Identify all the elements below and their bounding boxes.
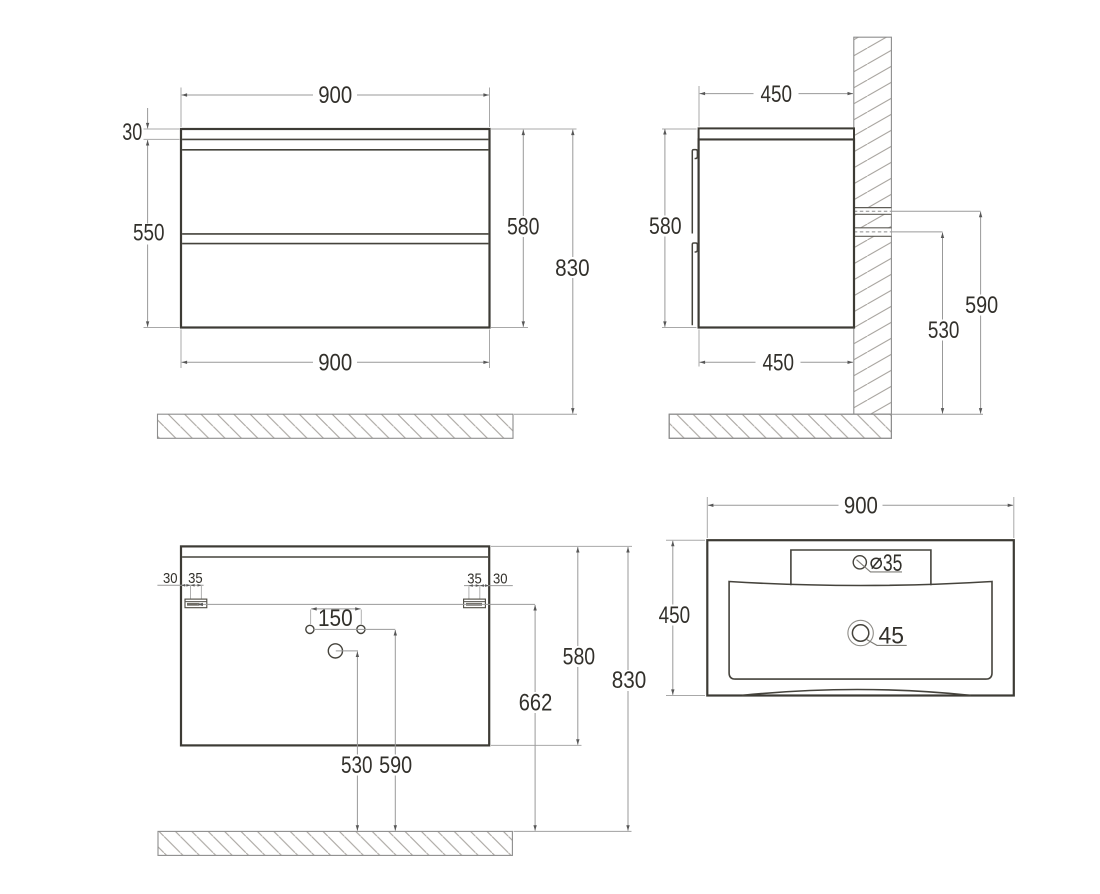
svg-text:450: 450: [761, 81, 793, 108]
svg-text:35: 35: [188, 570, 203, 587]
svg-text:150: 150: [318, 605, 353, 632]
svg-text:35: 35: [467, 571, 482, 588]
svg-text:590: 590: [965, 292, 998, 319]
svg-text:530: 530: [341, 752, 373, 779]
svg-text:900: 900: [318, 349, 352, 376]
svg-text:30: 30: [493, 571, 508, 588]
svg-text:35: 35: [883, 550, 903, 577]
svg-text:590: 590: [379, 752, 412, 779]
svg-text:830: 830: [612, 667, 647, 694]
svg-text:30: 30: [163, 570, 178, 587]
svg-text:900: 900: [844, 492, 878, 519]
svg-text:450: 450: [763, 349, 795, 376]
svg-text:30: 30: [122, 119, 142, 146]
svg-text:530: 530: [928, 317, 960, 344]
svg-text:580: 580: [507, 214, 540, 241]
svg-text:662: 662: [519, 689, 553, 716]
svg-text:900: 900: [318, 82, 352, 109]
svg-text:550: 550: [133, 220, 165, 247]
svg-text:450: 450: [659, 602, 691, 629]
svg-text:580: 580: [649, 213, 682, 240]
svg-text:580: 580: [563, 644, 596, 671]
svg-text:830: 830: [555, 255, 590, 282]
svg-text:45: 45: [879, 623, 905, 650]
